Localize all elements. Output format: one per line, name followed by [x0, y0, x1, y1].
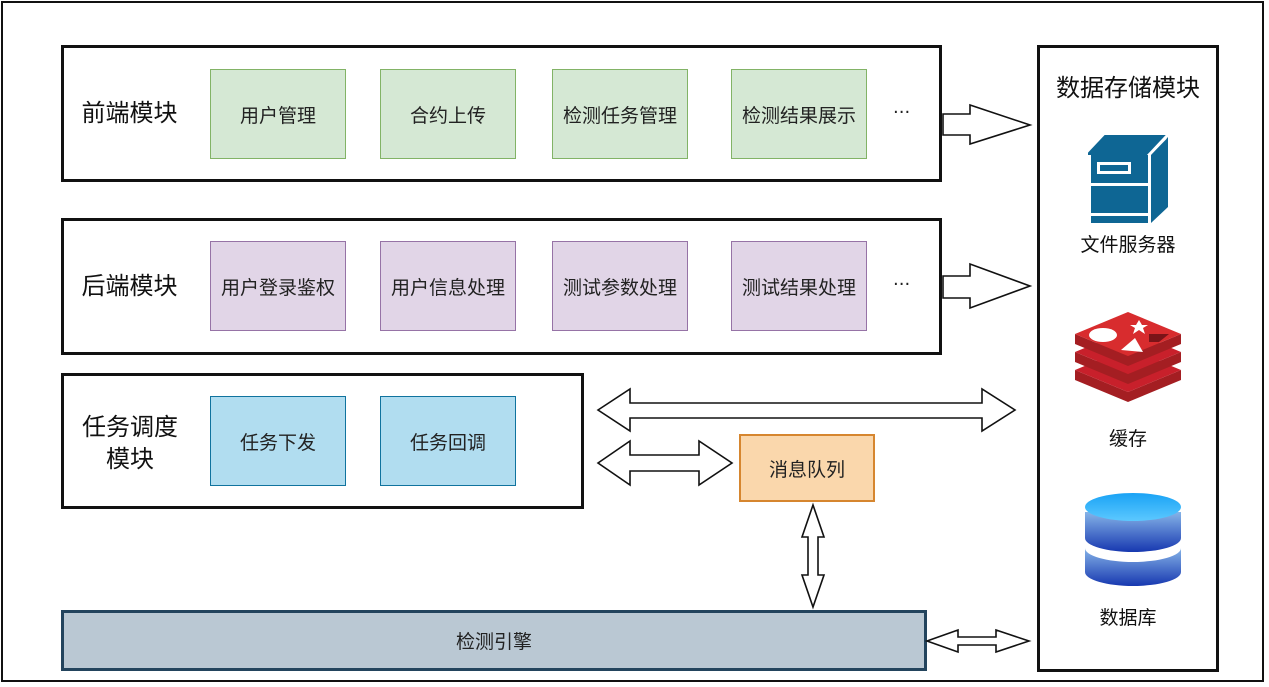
- scheduler-item-callback: 任务回调: [380, 396, 516, 486]
- queue-engine-double-arrow: [800, 502, 826, 610]
- detection-engine: 检测引擎: [61, 610, 927, 671]
- scheduler-module-title-line1: 任务调度: [82, 413, 178, 441]
- redis-icon: [1075, 312, 1181, 402]
- frontend-item-result-display: 检测结果展示: [731, 69, 867, 159]
- engine-storage-double-arrow: [924, 628, 1032, 654]
- backend-item-test-results: 测试结果处理: [731, 241, 867, 331]
- backend-more: ···: [893, 274, 911, 295]
- backend-module-title: 后端模块: [81, 272, 178, 300]
- database-label: 数据库: [1099, 607, 1157, 629]
- scheduler-item-dispatch: 任务下发: [210, 396, 346, 486]
- database-icon: [1085, 493, 1181, 586]
- storage-module-title: 数据存储模块: [1056, 74, 1200, 102]
- frontend-item-contract-upload: 合约上传: [380, 69, 516, 159]
- cache-label: 缓存: [1108, 428, 1147, 450]
- backend-item-login-auth: 用户登录鉴权: [210, 241, 346, 331]
- frontend-to-storage-arrow: [942, 103, 1033, 146]
- backend-item-user-info: 用户信息处理: [380, 241, 516, 331]
- scheduler-queue-double-arrow: [596, 439, 734, 487]
- backend-to-storage-arrow: [942, 262, 1033, 310]
- file-server-label: 文件服务器: [1080, 234, 1176, 256]
- backend-item-test-params: 测试参数处理: [552, 241, 688, 331]
- frontend-item-user-management: 用户管理: [210, 69, 346, 159]
- message-queue: 消息队列: [739, 434, 875, 502]
- scheduler-module-title-line2: 模块: [106, 445, 154, 473]
- frontend-more: ···: [893, 102, 911, 123]
- server-icon: [1088, 135, 1168, 223]
- frontend-item-task-management: 检测任务管理: [552, 69, 688, 159]
- frontend-module-title: 前端模块: [81, 99, 178, 127]
- scheduler-storage-double-arrow: [596, 387, 1017, 433]
